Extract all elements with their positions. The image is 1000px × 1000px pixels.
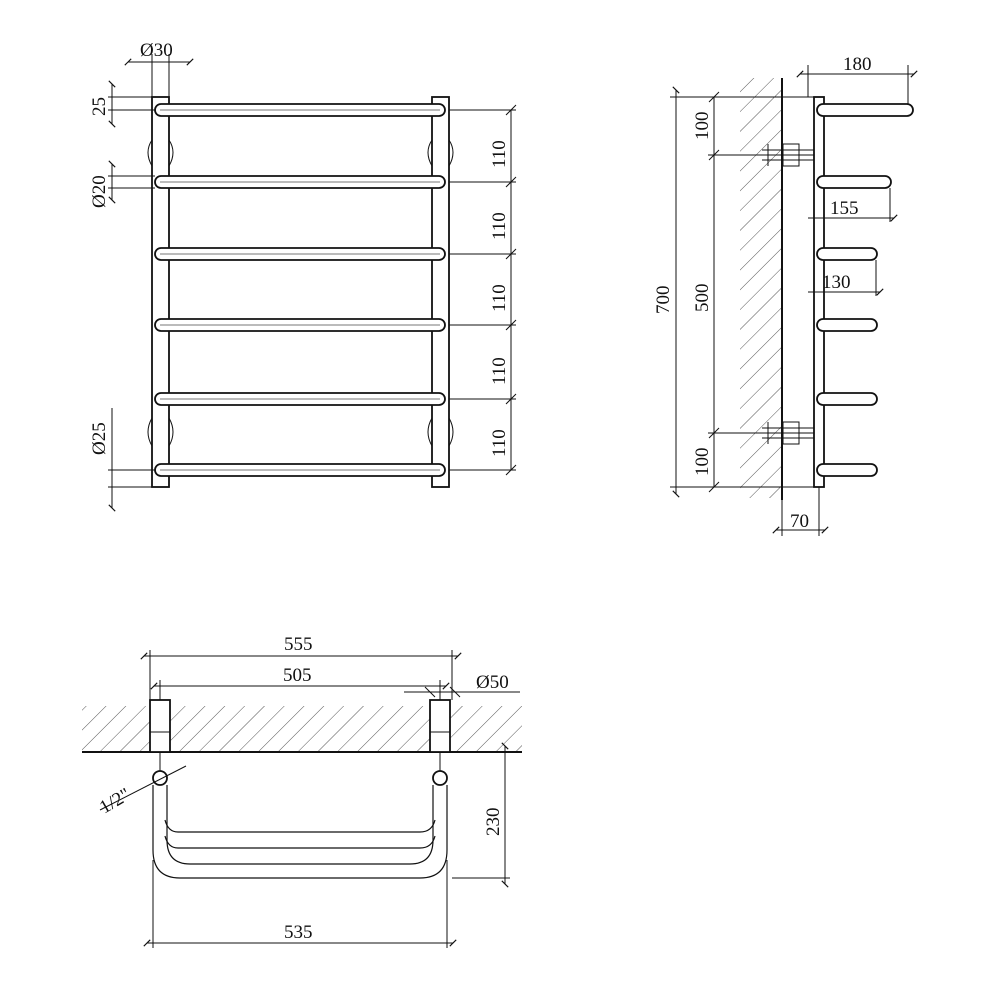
dim-spacing-4: 110 (489, 357, 510, 385)
dim-pipe-top-group: Ø30 (124, 40, 194, 97)
dim-depth-mid-group: 155 (808, 188, 898, 222)
dim-bar: Ø20 (89, 175, 110, 208)
dim-projection-group: 230 (452, 742, 510, 888)
dim-wall-gap-group: 70 (772, 487, 829, 536)
side-view: 180 155 130 700 (653, 54, 918, 536)
dim-center-width: 505 (283, 665, 312, 686)
left-vertical-pipe (151, 96, 170, 488)
dim-thread-group: 1/2" (96, 765, 187, 818)
dim-top-margin: 100 (692, 112, 713, 141)
dim-pipe-top: Ø30 (140, 40, 173, 61)
top-fittings (149, 699, 451, 786)
right-vertical-pipe (431, 96, 450, 488)
dim-thread: 1/2" (96, 784, 134, 818)
dim-depth-top: 180 (843, 54, 872, 75)
dim-bottom-margin: 100 (692, 448, 713, 477)
dim-depth-low-group: 130 (808, 260, 884, 296)
side-wall-hatch (740, 78, 782, 498)
dim-pipe-bottom: Ø25 (89, 422, 110, 455)
dim-mount-center: 500 (692, 284, 713, 313)
dim-spacing-2: 110 (489, 212, 510, 240)
front-rungs (154, 103, 446, 477)
dim-total-height-group: 700 (653, 86, 816, 498)
front-view: Ø30 25 Ø20 Ø25 (89, 40, 517, 512)
dim-center-width-group: 505 (150, 665, 450, 700)
dim-wall-gap: 70 (790, 511, 809, 532)
dim-spacing-1: 110 (489, 140, 510, 168)
top-wall-hatch (82, 706, 522, 752)
dim-total-height: 700 (653, 286, 674, 315)
dim-inner-width: 535 (284, 922, 313, 943)
top-view: 555 505 Ø50 1/2" 230 (82, 634, 522, 948)
dim-inner-width-group: 535 (143, 860, 457, 948)
dim-projection: 230 (483, 808, 504, 837)
dim-spacing-chain: 110 110 110 110 110 (449, 104, 517, 476)
top-rails (152, 785, 448, 879)
dim-flange-group: Ø50 (404, 672, 520, 698)
dim-top-offset-group: 25 (89, 80, 155, 128)
dim-mount-chain: 100 500 100 (692, 91, 814, 493)
dim-depth-mid: 155 (830, 198, 859, 219)
front-mounts (147, 139, 454, 447)
dim-pipe-bottom-group: Ø25 (89, 408, 155, 512)
dim-spacing-3: 110 (489, 284, 510, 312)
dim-top-offset: 25 (89, 97, 110, 116)
dim-bar-group: Ø20 (89, 160, 155, 208)
dim-flange: Ø50 (476, 672, 509, 693)
dim-depth-top-group: 180 (796, 54, 918, 104)
side-rungs (816, 103, 914, 477)
dim-depth-low: 130 (822, 272, 851, 293)
dim-outer-width: 555 (284, 634, 313, 655)
dim-spacing-5: 110 (489, 429, 510, 457)
